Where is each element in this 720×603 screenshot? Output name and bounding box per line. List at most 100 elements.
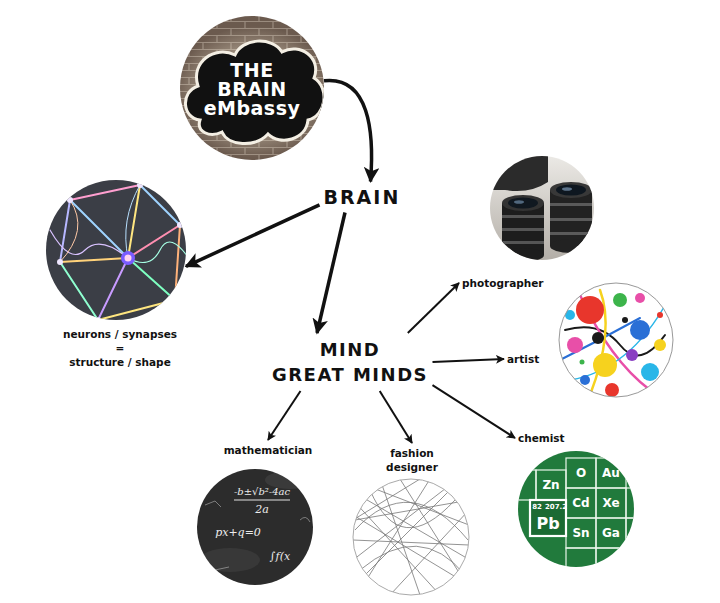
camera-lens-photo bbox=[502, 195, 544, 211]
camera-lens-photo bbox=[502, 248, 544, 262]
illustration-text: O bbox=[576, 467, 586, 479]
circle-outline bbox=[559, 283, 673, 397]
sketch-lines bbox=[365, 485, 469, 525]
sketch-lines bbox=[390, 510, 469, 595]
neuron-photo bbox=[98, 300, 175, 320]
paint-splatter bbox=[635, 293, 645, 303]
paint-splatter bbox=[567, 337, 583, 353]
node-text: photographer bbox=[462, 276, 544, 290]
arrow-connector bbox=[186, 205, 320, 267]
paint-splatter bbox=[626, 349, 638, 361]
node-label: photographer bbox=[462, 276, 544, 290]
periodic-table-photo bbox=[566, 548, 596, 578]
camera-lens-photo bbox=[556, 185, 586, 196]
paint-splatter bbox=[593, 353, 617, 377]
illustration-text: Zn bbox=[542, 479, 559, 491]
periodic-table-photo bbox=[506, 458, 656, 578]
node-label: mathematician bbox=[224, 443, 313, 457]
logo-circle: THE BRAIN eMbassy bbox=[180, 16, 324, 160]
node-label: fashion designer bbox=[376, 446, 448, 474]
periodic-table-photo bbox=[596, 518, 626, 548]
paint-splatter bbox=[559, 283, 673, 397]
concept-word: BRAIN bbox=[320, 182, 405, 213]
neuron-photo bbox=[140, 185, 180, 225]
periodic-table-photo bbox=[518, 451, 634, 567]
neuron-photo bbox=[46, 180, 186, 320]
illustration-text: ∫f(x bbox=[270, 551, 290, 562]
node-text: chemist bbox=[518, 431, 565, 445]
neuron-photo bbox=[67, 197, 73, 203]
neuron-photo bbox=[70, 185, 140, 200]
sketch-lines bbox=[370, 490, 455, 528]
sketch-lines bbox=[380, 479, 420, 595]
paint-splatter bbox=[641, 363, 659, 381]
periodic-table-photo bbox=[566, 518, 596, 548]
neuron-photo bbox=[137, 182, 143, 188]
camera-lens-photo bbox=[550, 203, 592, 206]
periodic-table-photo bbox=[626, 488, 656, 518]
image-circle: neurons / synapses=structure / shape bbox=[46, 180, 186, 372]
node-label: artist bbox=[507, 352, 540, 366]
camera-lens-photo bbox=[508, 198, 538, 209]
node-text: artist bbox=[507, 352, 540, 366]
neuron-photo bbox=[57, 182, 183, 323]
periodic-table-photo bbox=[506, 451, 656, 578]
logo-photo bbox=[174, 16, 334, 160]
paint-splatter bbox=[580, 360, 585, 365]
node-label: THE BRAIN eMbassy bbox=[200, 61, 305, 119]
camera-lens-photo bbox=[488, 156, 548, 191]
image-circle: fashion designer bbox=[353, 443, 469, 595]
paint-splatter bbox=[559, 283, 673, 397]
camera-lens-photo bbox=[502, 241, 544, 244]
node-text: = bbox=[63, 341, 178, 355]
circle-outline bbox=[353, 479, 469, 595]
periodic-table-photo bbox=[566, 488, 596, 518]
neuron-photo bbox=[60, 200, 78, 262]
paint-splatter bbox=[592, 332, 604, 344]
neuron-photo bbox=[57, 259, 63, 265]
camera-lens-photo bbox=[562, 187, 572, 191]
periodic-table-photo bbox=[596, 458, 626, 488]
sketch-lines bbox=[353, 485, 450, 560]
illustration-text: Ga bbox=[602, 527, 620, 539]
neuron-photo bbox=[70, 200, 128, 258]
camera-lens-photo bbox=[550, 232, 592, 235]
node-text: neurons / synapses bbox=[63, 327, 178, 341]
node-text: mathematician bbox=[224, 443, 313, 457]
illustration-text: -b±√b²-4ac bbox=[234, 487, 290, 497]
node-text: MIND bbox=[272, 337, 429, 362]
neuron-photo bbox=[126, 185, 140, 258]
image-circle: artist bbox=[504, 283, 673, 397]
periodic-table-photo bbox=[536, 470, 566, 500]
periodic-table-photo bbox=[596, 488, 626, 518]
arrow-connector bbox=[324, 80, 372, 181]
node-text: fashion designer bbox=[376, 446, 448, 474]
sketch-lines bbox=[350, 479, 470, 595]
neuron-photo bbox=[128, 258, 175, 300]
paint-splatter bbox=[657, 312, 663, 318]
neuron-photo bbox=[177, 222, 183, 228]
neuron-photo bbox=[121, 251, 135, 265]
image-circle: photographer bbox=[459, 156, 594, 293]
neuron-photo bbox=[95, 317, 101, 323]
sketch-lines bbox=[353, 479, 469, 595]
illustration-text: Sn bbox=[572, 527, 589, 539]
paint-splatter bbox=[654, 339, 666, 351]
logo-photo bbox=[185, 41, 324, 143]
logo-photo bbox=[174, 26, 334, 158]
neuron-photo bbox=[172, 297, 178, 303]
camera-lens-photo bbox=[550, 182, 592, 198]
paint-splatter bbox=[560, 318, 640, 360]
node-label: neurons / synapses=structure / shape bbox=[63, 327, 178, 369]
camera-lens-photo bbox=[550, 190, 592, 246]
camera-lens-photo bbox=[488, 156, 594, 262]
node-label: chemist bbox=[518, 431, 565, 445]
neuron-photo bbox=[46, 180, 190, 323]
neuron-photo bbox=[128, 242, 190, 263]
paint-splatter bbox=[580, 375, 590, 385]
sketch-lines bbox=[353, 479, 420, 520]
illustration-text: Xe bbox=[602, 497, 619, 509]
sketch-lines bbox=[353, 540, 469, 545]
